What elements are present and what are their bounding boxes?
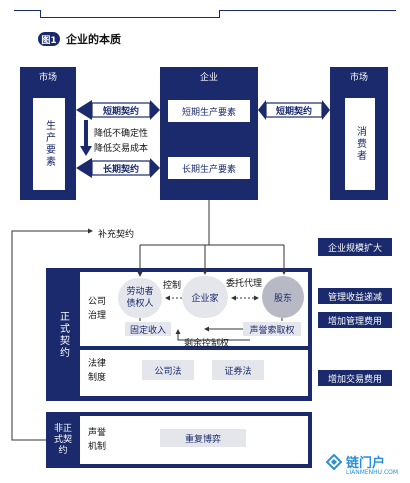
production-factors-label: 生产要素 xyxy=(43,120,55,168)
watermark-text: 链门户 xyxy=(346,456,386,471)
informal-contract-label: 非正式契约 xyxy=(53,423,72,456)
scale-expand-tag: 企业规模扩大 xyxy=(318,238,392,256)
figure-label: 图1 xyxy=(38,32,60,46)
short-contract-right-label: 短期契约 xyxy=(275,106,312,117)
supplement-loop-line xyxy=(11,230,86,441)
repeated-game-box: 重复博弈 xyxy=(160,429,246,447)
control-label: 控制 xyxy=(163,281,182,291)
fixed-income-box: 固定收入 xyxy=(125,322,171,336)
formal-contract-label: 正式契约 xyxy=(57,310,69,359)
company-law-box: 公司法 xyxy=(142,360,194,380)
short-contract-left-arrow xyxy=(76,100,160,120)
residual-control-arrow xyxy=(175,329,250,341)
short-contract-right-arrow xyxy=(258,100,330,120)
worker-creditor-node: 劳动者债权人 xyxy=(118,278,162,318)
consumers-label: 消费者 xyxy=(354,126,366,162)
production-factors-box: 生产要素 xyxy=(33,98,65,190)
long-contract-label: 长期契约 xyxy=(102,164,139,175)
reputation-mech-label: 声誉机制 xyxy=(88,428,107,452)
watermark-sub: LIANMENHU.COM xyxy=(346,469,399,476)
legal-system-label: 法律制度 xyxy=(88,359,107,383)
long-factor-box: 长期生产要素 xyxy=(168,157,250,179)
shareholder-label: 股东 xyxy=(273,293,292,304)
reduce-cost-label: 降低交易成本 xyxy=(94,144,149,154)
entrepreneur-label: 企业家 xyxy=(191,293,219,304)
watermark-logo-icon xyxy=(326,454,342,470)
legal-area xyxy=(80,350,308,396)
informal-contract-label-wrap: 非正式契约 xyxy=(48,412,78,468)
short-factor-box: 短期生产要素 xyxy=(168,100,250,122)
mgmt-income-decrease-tag: 管理收益递减 xyxy=(318,288,392,304)
reduce-uncertainty-label: 降低不确定性 xyxy=(94,129,149,139)
consumers-box: 消费者 xyxy=(345,98,375,190)
increase-mgmt-cost-tag: 增加管理费用 xyxy=(318,312,392,328)
long-contract-arrow xyxy=(76,158,160,178)
governance-label: 公司治理 xyxy=(88,297,107,321)
increase-trade-cost-tag: 增加交易费用 xyxy=(318,370,392,386)
shareholder-node: 股东 xyxy=(262,276,304,318)
formal-contract-label-wrap: 正式契约 xyxy=(48,268,78,401)
page-title: 企业的本质 xyxy=(66,33,121,46)
supplement-contract-label: 补充契约 xyxy=(98,230,135,240)
reputation-claim-box: 声誉索取权 xyxy=(243,322,301,336)
securities-law-box: 证券法 xyxy=(212,360,264,380)
enterprise-label: 企业 xyxy=(199,72,218,83)
market-right-label: 市场 xyxy=(349,72,368,83)
entrepreneur-node: 企业家 xyxy=(182,276,228,318)
residual-control-label: 剩余控制权 xyxy=(184,339,230,349)
market-left-label: 市场 xyxy=(38,72,57,83)
agency-label: 委托代理 xyxy=(226,279,263,289)
worker-creditor-label: 劳动者债权人 xyxy=(126,287,154,309)
watermark: 链门户 LIANMENHU.COM xyxy=(326,452,406,480)
reduce-down-arrow xyxy=(80,120,92,156)
short-contract-left-label: 短期契约 xyxy=(102,106,139,117)
header-notch xyxy=(40,10,220,18)
